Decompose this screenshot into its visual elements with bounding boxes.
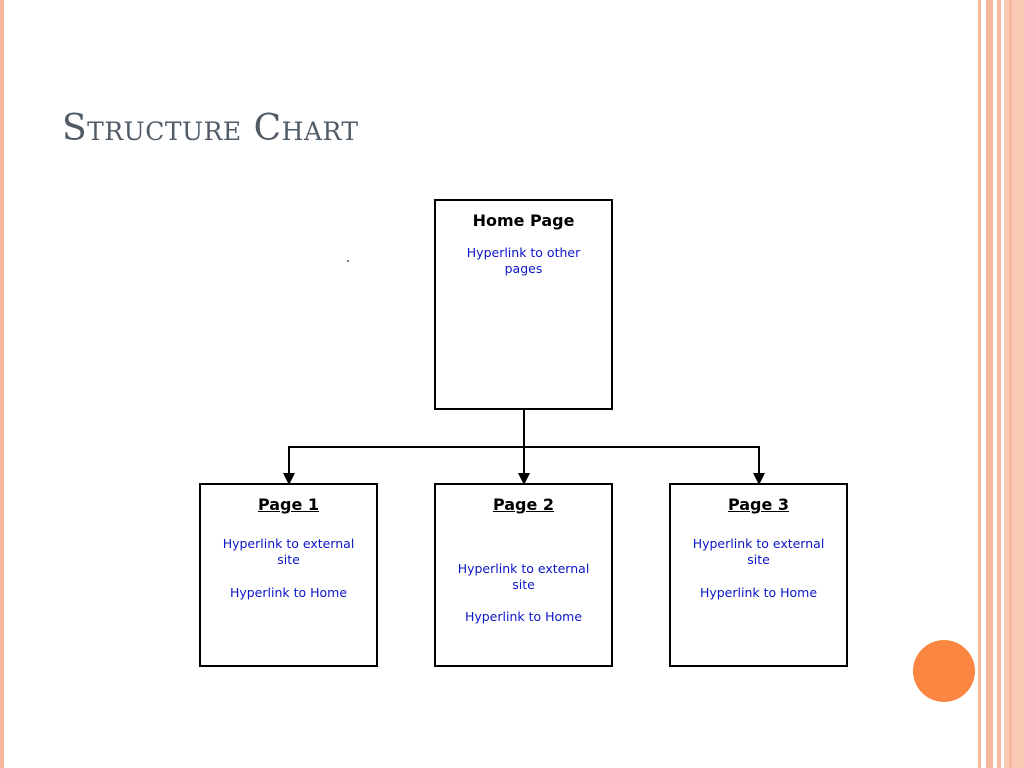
stray-dot [347,260,349,262]
home-page-box: Home Page Hyperlink to other pages [434,199,613,410]
connector-page2 [523,446,525,474]
arrow-page3 [753,473,765,485]
home-page-title: Home Page [472,211,575,230]
connector-vertical-home [523,410,525,446]
page-2-link-home[interactable]: Hyperlink to Home [464,609,583,624]
page-3-box: Page 3 Hyperlink to external site Hyperl… [669,483,848,667]
arrow-page1 [283,473,295,485]
decorative-stripes [978,0,1024,768]
slide-title: Structure Chart [62,108,359,149]
page-3-title: Page 3 [727,495,790,514]
connector-page1 [288,446,290,474]
page-1-box: Page 1 Hyperlink to external site Hyperl… [199,483,378,667]
page-3-link-home[interactable]: Hyperlink to Home [699,585,818,600]
slide-left-border [0,0,4,768]
arrow-page2 [518,473,530,485]
accent-circle [913,640,975,702]
page-1-link-external[interactable]: Hyperlink to external site [222,536,355,567]
connector-page3 [758,446,760,474]
page-3-link-external[interactable]: Hyperlink to external site [692,536,825,567]
page-2-box: Page 2 Hyperlink to external site Hyperl… [434,483,613,667]
page-2-link-external[interactable]: Hyperlink to external site [457,561,590,592]
page-1-link-home[interactable]: Hyperlink to Home [229,585,348,600]
home-link-other-pages[interactable]: Hyperlink to other pages [466,245,581,276]
page-1-title: Page 1 [257,495,320,514]
page-2-title: Page 2 [492,495,555,514]
